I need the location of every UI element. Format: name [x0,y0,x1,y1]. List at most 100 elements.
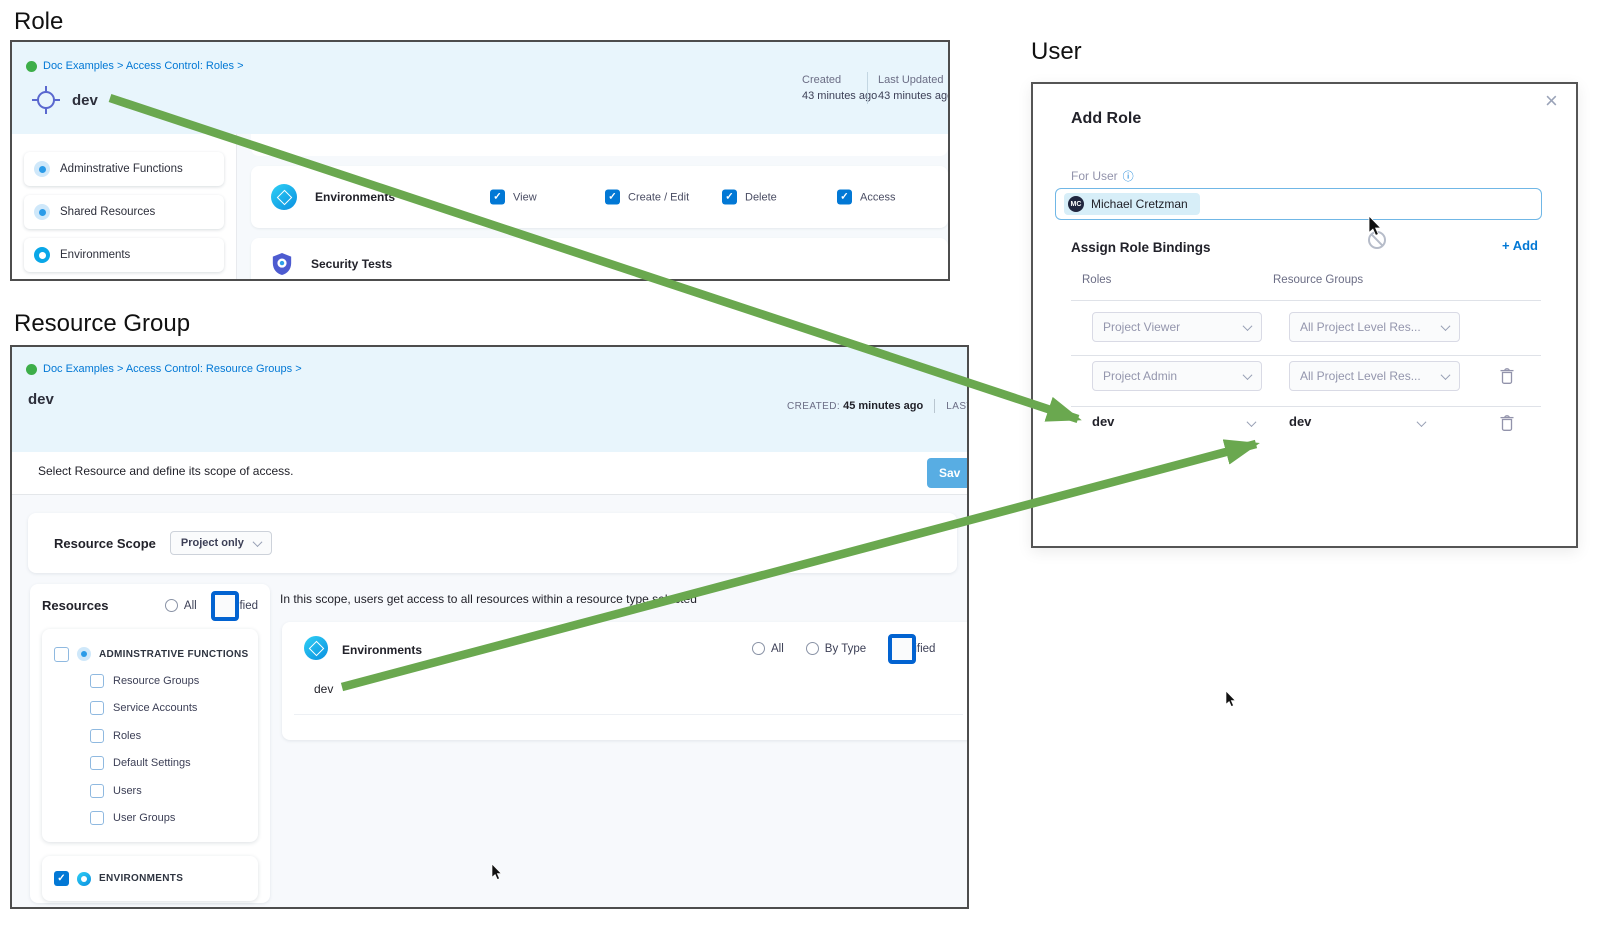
save-button[interactable]: Sav [927,458,967,488]
radio-by-type[interactable]: By Type [805,642,866,655]
radio-specified[interactable]: Specified [888,633,935,664]
project-icon [26,60,37,72]
mouse-cursor [1225,690,1237,707]
delete-binding-icon[interactable] [1499,367,1515,385]
divider [1071,300,1541,301]
resource-group-select[interactable]: All Project Level Res... [1289,361,1460,391]
radio-icon[interactable] [164,599,178,612]
chevron-down-icon[interactable] [1246,417,1257,428]
role-section-title: Role [14,8,64,35]
checkbox-unchecked[interactable] [90,701,104,716]
role-select[interactable]: Project Viewer [1092,312,1262,342]
radio-icon-selected[interactable] [888,633,917,664]
checkbox-checked[interactable]: ✓ [54,871,69,886]
checkbox-checked[interactable]: ✓ [490,189,505,205]
role-crosshair-icon [32,86,60,114]
info-icon[interactable]: ⓘ [1122,171,1134,183]
resource-scope-value: Project only [180,537,244,549]
assign-role-bindings-label: Assign Role Bindings [1071,240,1211,255]
last-updated-meta: Last Updated 43 minutes ago [878,74,950,102]
group-label: ADMINSTRATIVE FUNCTIONS [99,648,249,660]
user-section-title: User [1031,38,1082,65]
resources-title: Resources [42,598,109,613]
role-select[interactable]: Project Admin [1092,361,1262,391]
environments-icon [271,184,297,210]
checkbox-checked[interactable]: ✓ [605,189,620,205]
permission-label: View [513,191,537,203]
role-sidebar: Adminstrative Functions Shared Resources… [12,134,237,279]
sidebar-item-environments[interactable]: Environments [24,238,224,272]
created-meta: Created 43 minutes ago [802,74,878,102]
tree-item-default-settings[interactable]: Default Settings [90,750,248,778]
environments-scope-card: Environments All By Type Specified dev [282,622,967,740]
tree-item-service-accounts[interactable]: Service Accounts [90,695,248,723]
checkbox-unchecked[interactable] [54,646,69,662]
checkbox-checked[interactable]: ✓ [722,189,737,205]
role-permissions-area: Environments ✓ View ✓ Create / Edit ✓ De… [237,134,948,279]
radio-icon-selected[interactable] [210,590,239,621]
environment-item-dev: dev [314,682,334,696]
checkbox-unchecked[interactable] [90,811,104,826]
sidebar-item-label: Shared Resources [60,206,156,218]
chevron-down-icon [1440,369,1451,380]
radio-all[interactable]: All [164,599,197,612]
avatar: MC [1068,196,1084,212]
user-select-input[interactable]: MC Michael Cretzman [1055,188,1542,220]
tree-item-resource-groups[interactable]: Resource Groups [90,667,248,695]
meta-divider [934,399,936,413]
resource-group-select-value: dev [1289,414,1312,429]
resources-card: Resources All Specified ADMINSTRATIVE FU… [30,584,270,903]
sidebar-item-administrative-functions[interactable]: Adminstrative Functions [24,152,224,186]
group-label: ENVIRONMENTS [99,873,184,884]
permission-delete: ✓ Delete [722,189,777,205]
user-chip: MC Michael Cretzman [1064,193,1200,215]
delete-binding-icon[interactable] [1499,414,1515,432]
breadcrumb-text[interactable]: Doc Examples > Access Control: Resource … [43,363,302,375]
truncated-card [251,134,948,156]
chevron-down-icon [1242,320,1253,331]
card-title: Environments [342,643,423,657]
tree-item-label: Service Accounts [113,702,198,715]
breadcrumb[interactable]: Doc Examples > Access Control: Resource … [26,363,302,375]
resource-group-select-value: All Project Level Res... [1300,320,1421,334]
radio-specified[interactable]: Specified [210,590,258,621]
permission-view: ✓ View [490,189,537,205]
tree-item-users[interactable]: Users [90,777,248,805]
resource-group-select-dev[interactable]: dev [1289,414,1311,429]
sidebar-item-shared-resources[interactable]: Shared Resources [24,195,224,229]
radio-all[interactable]: All [752,642,784,655]
environments-group[interactable]: ✓ ENVIRONMENTS [42,856,258,901]
role-panel: Doc Examples > Access Control: Roles > d… [10,40,950,281]
divider [294,714,963,715]
tree-item-roles[interactable]: Roles [90,722,248,750]
shared-resources-icon [34,204,50,220]
resource-scope-dropdown[interactable]: Project only [169,531,272,555]
radio-icon[interactable] [752,642,765,655]
description-text: Select Resource and define its scope of … [38,464,294,478]
close-icon[interactable]: × [1545,88,1558,113]
checkbox-unchecked[interactable] [90,756,104,771]
role-select-dev[interactable]: dev [1092,414,1114,429]
checkbox-unchecked[interactable] [90,673,104,688]
checkbox-unchecked[interactable] [90,783,104,798]
checkbox-checked[interactable]: ✓ [837,189,852,205]
column-header-roles: Roles [1082,274,1112,286]
column-header-resource-groups: Resource Groups [1273,274,1364,286]
radio-icon[interactable] [805,642,819,655]
add-binding-button[interactable]: + Add [1502,238,1538,253]
meta-divider [867,72,868,104]
resource-scope-label: Resource Scope [54,535,156,551]
sidebar-item-label: Adminstrative Functions [60,163,183,175]
resource-group-title: dev [28,391,54,408]
administrative-functions-icon [77,647,91,661]
permission-label: Create / Edit [628,191,690,203]
checkbox-unchecked[interactable] [90,728,104,743]
resource-group-panel: Doc Examples > Access Control: Resource … [10,345,969,909]
chevron-down-icon[interactable] [1416,417,1427,428]
role-select-value: dev [1092,414,1115,429]
tree-item-user-groups[interactable]: User Groups [90,805,248,833]
permission-label: Delete [745,191,777,203]
breadcrumb-text[interactable]: Doc Examples > Access Control: Roles > [43,60,244,72]
resource-group-select[interactable]: All Project Level Res... [1289,312,1460,342]
breadcrumb[interactable]: Doc Examples > Access Control: Roles > [26,60,244,72]
